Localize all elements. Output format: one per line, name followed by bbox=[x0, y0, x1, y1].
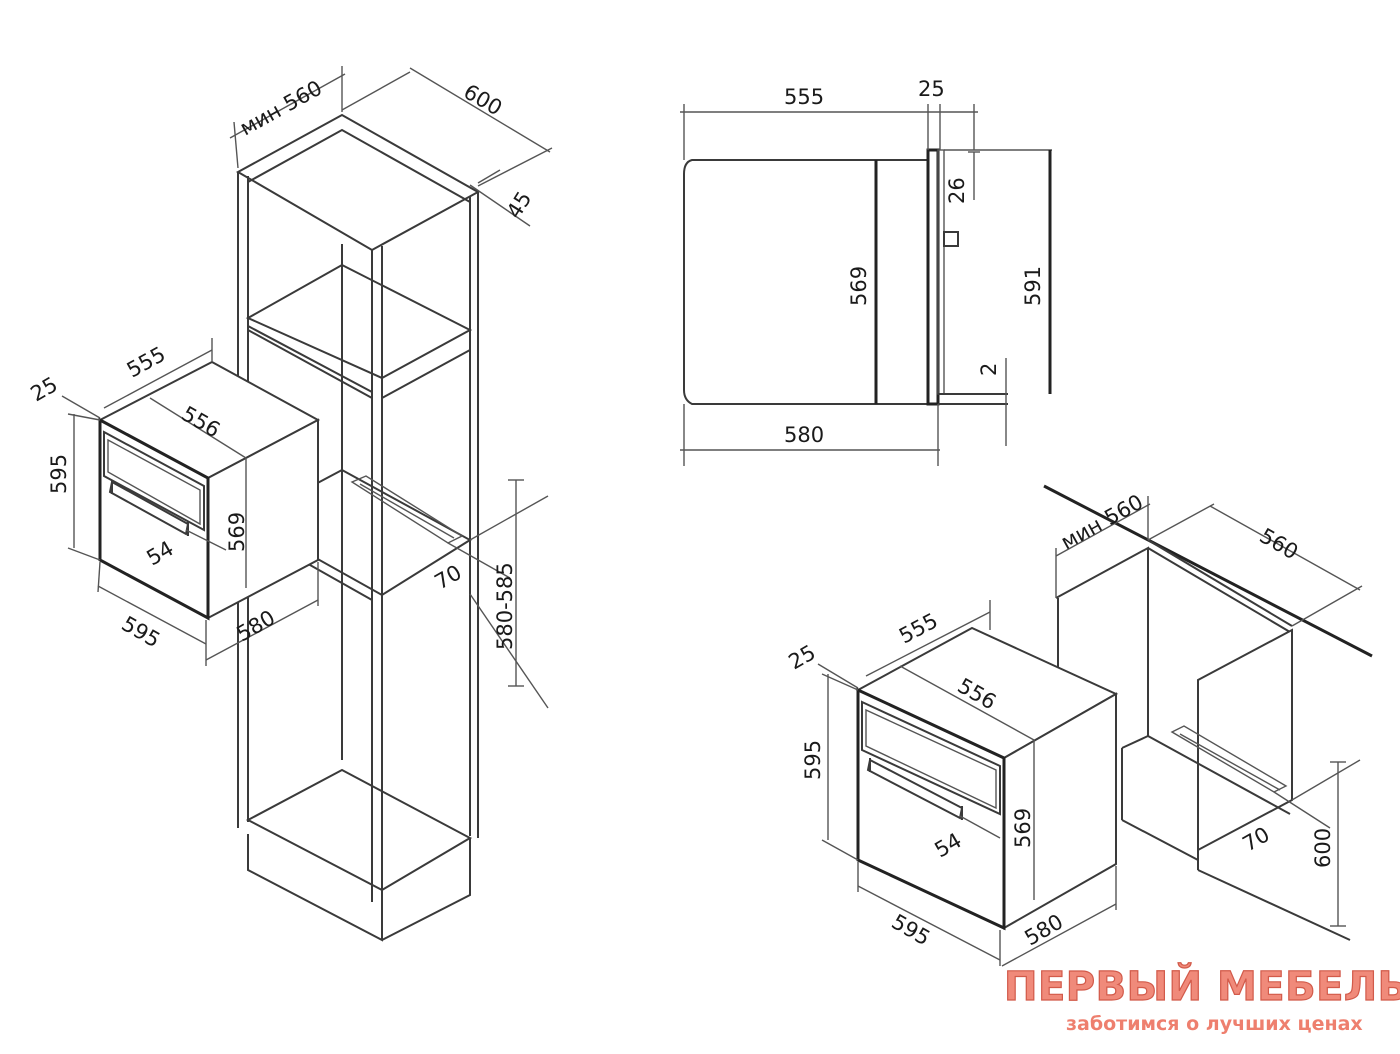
dim-oven-left-height: 595 bbox=[47, 454, 71, 494]
brand-subtitle: заботимся о лучших ценах bbox=[1066, 1013, 1363, 1035]
dim-cabinet-niche-height: 580-585 bbox=[493, 562, 517, 650]
oven-left-drawing: 25 555 556 595 569 54 595 580 bbox=[27, 338, 321, 666]
dim-side-top-offset: 26 bbox=[945, 177, 969, 204]
dim-oven-right-front-gap: 25 bbox=[785, 640, 820, 674]
dim-side-total-depth: 580 bbox=[784, 423, 824, 447]
dim-oven-left-depth: 580 bbox=[233, 605, 280, 646]
dim-niche-height: 600 bbox=[1311, 828, 1335, 868]
oven-side-view: 555 25 26 569 591 2 580 bbox=[680, 77, 1052, 466]
dim-cabinet-vent-depth: 70 bbox=[431, 560, 466, 594]
dim-oven-left-inner-height: 569 bbox=[225, 512, 249, 552]
dim-side-front-height: 591 bbox=[1021, 266, 1045, 306]
dim-oven-right-height: 595 bbox=[801, 740, 825, 780]
dim-oven-right-width: 595 bbox=[888, 910, 935, 951]
dim-side-body-height: 569 bbox=[847, 266, 871, 306]
dim-cabinet-back-gap: 45 bbox=[502, 187, 537, 222]
oven-right-drawing: 25 555 556 595 569 54 595 580 bbox=[785, 600, 1119, 967]
dim-niche-vent-depth: 70 bbox=[1239, 822, 1274, 856]
dim-side-bottom-offset: 2 bbox=[977, 363, 1001, 376]
dim-cabinet-depth: 600 bbox=[460, 80, 507, 121]
dim-side-body-depth: 555 bbox=[784, 85, 824, 109]
dim-oven-right-top-depth: 555 bbox=[895, 608, 942, 648]
dim-oven-left-front-gap: 25 bbox=[27, 372, 62, 406]
brand-title: ПЕРВЫЙ МЕБЕЛЬНЫЙ bbox=[1004, 962, 1400, 1010]
brand-watermark: ПЕРВЫЙ МЕБЕЛЬНЫЙ заботимся о лучших цена… bbox=[1003, 961, 1400, 1035]
dim-oven-right-inner-height: 569 bbox=[1011, 808, 1035, 848]
dim-niche-depth: 560 bbox=[1256, 524, 1303, 565]
dim-side-front-thickness: 25 bbox=[918, 77, 945, 101]
